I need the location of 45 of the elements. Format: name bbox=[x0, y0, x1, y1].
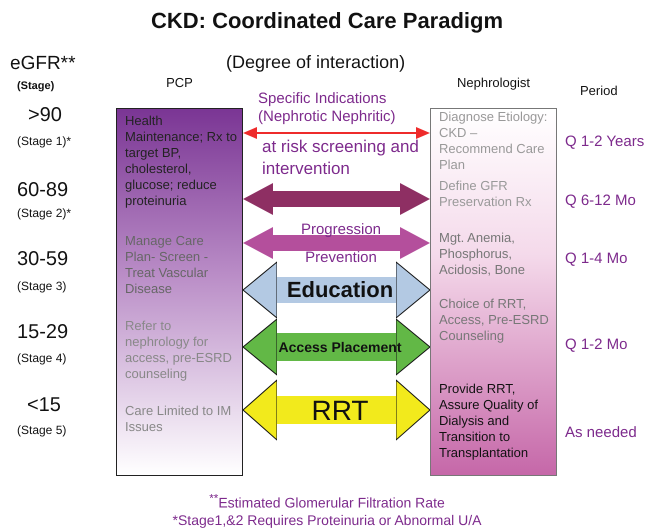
period-value: Q 1-2 Years bbox=[565, 133, 644, 150]
egfr-value: 15-29 bbox=[17, 321, 68, 344]
care-task-text: Care Limited to IM Issues bbox=[125, 403, 237, 435]
double-arrow bbox=[242, 380, 430, 440]
care-task-text: Diagnose Etiology: CKD – Recommend Care Plan bbox=[439, 109, 551, 173]
interaction-note: Prevention bbox=[304, 249, 378, 266]
double-arrow bbox=[243, 227, 430, 259]
double-arrow bbox=[243, 127, 430, 139]
period-value: Q 1-4 Mo bbox=[565, 250, 628, 267]
stage-label: (Stage 2)* bbox=[17, 206, 72, 220]
period-value: As needed bbox=[565, 424, 637, 441]
care-task-text: Health Maintenance; Rx to target BP, cholesterol, glucose; reduce proteinuria bbox=[125, 113, 237, 209]
stage-label: (Stage 1)* bbox=[17, 134, 72, 148]
stage-label: (Stage 3) bbox=[17, 279, 66, 293]
period-value: Q 1-2 Mo bbox=[565, 336, 628, 353]
egfr-value: 60-89 bbox=[17, 179, 68, 202]
column-header: PCP bbox=[165, 75, 194, 90]
double-arrow bbox=[242, 318, 430, 376]
care-task-text: Provide RRT, Assure Quality of Dialysis and Transition to Transplantation bbox=[439, 381, 551, 461]
edge-label: Education bbox=[286, 277, 394, 303]
egfr-value: 30-59 bbox=[17, 248, 68, 271]
egfr-heading: eGFR** bbox=[10, 53, 76, 75]
care-task-text: Mgt. Anemia, Phosphorus, Acidosis, Bone bbox=[439, 230, 551, 278]
care-task-text: Manage Care Plan- Screen - Treat Vascular Disease bbox=[125, 233, 237, 297]
egfr-value: <15 bbox=[27, 394, 61, 417]
double-arrow bbox=[242, 262, 430, 318]
care-task-text: Define GFR Preservation Rx bbox=[439, 178, 551, 210]
column-header: Nephrologist bbox=[456, 75, 531, 90]
double-arrow bbox=[243, 183, 430, 215]
footnote: $^{**}$Estimated Glomerular Filtration Rate bbox=[208, 492, 446, 511]
period-value: Q 6-12 Mo bbox=[565, 192, 636, 209]
title: CKD: Coordinated Care Paradigm bbox=[150, 8, 504, 34]
stage-label: (Stage 5) bbox=[17, 423, 66, 437]
period-heading: Period bbox=[580, 83, 618, 98]
egfr-value: >90 bbox=[28, 104, 62, 127]
stage-heading: (Stage) bbox=[17, 80, 54, 92]
edge-label: Specific Indications (Nephrotic Nephritic) bbox=[258, 90, 397, 126]
edge-label: RRT bbox=[310, 395, 370, 427]
edge-label: Progression bbox=[300, 221, 382, 238]
subtitle: (Degree of interaction) bbox=[226, 52, 406, 73]
footnote: *Stage1,&2 Requires Proteinuria or Abnormal U/A bbox=[172, 512, 482, 528]
care-task-text: Refer to nephrology for access, pre-ESRD counseling bbox=[125, 318, 237, 382]
stage-label: (Stage 4) bbox=[17, 351, 66, 365]
care-task-text: Choice of RRT, Access, Pre-ESRD Counseling bbox=[439, 296, 551, 344]
interaction-note: at risk screening and intervention bbox=[262, 136, 420, 180]
